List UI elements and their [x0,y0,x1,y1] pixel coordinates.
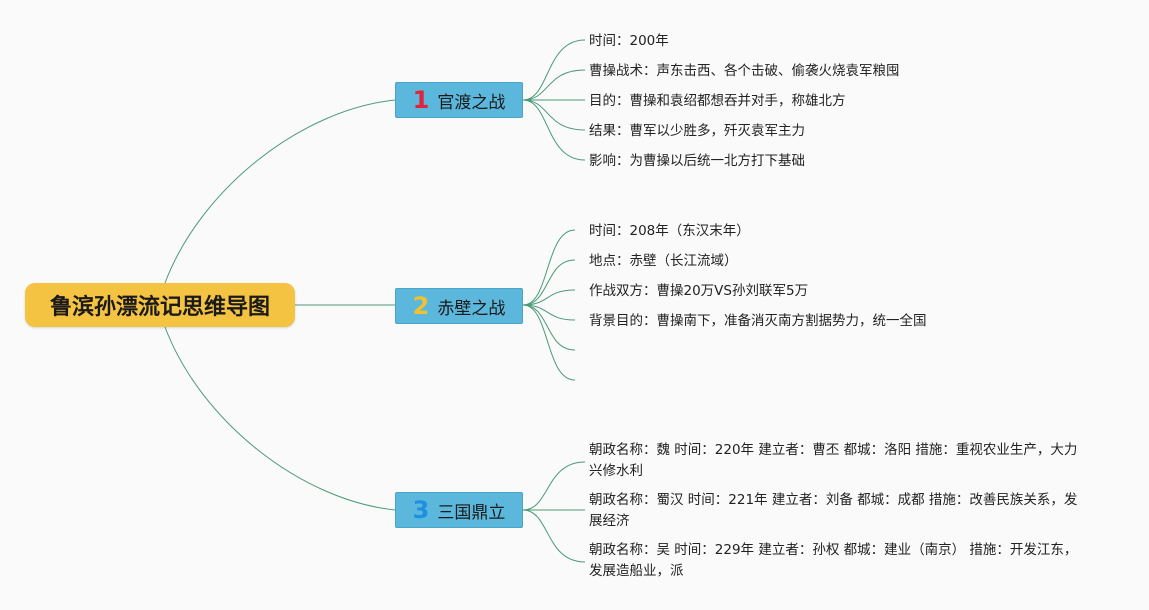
leaf-topic[interactable]: 影响：为曹操以后统一北方打下基础 [589,153,805,169]
leaf-topic[interactable]: 时间：208年（东汉末年） [589,223,750,239]
branch-1-leaf-line [522,69,586,101]
leaf-topic[interactable]: 背景目的：曹操南下，准备消灭南方割据势力，统一全国 [589,313,927,329]
branch-2-leaf-line [522,289,576,306]
branch-2-leaf-line [522,304,576,381]
branch-topic-guandu[interactable]: 1 官渡之战 [395,82,523,118]
number-three-icon: 3 [412,496,430,524]
branch-topic-sanguo[interactable]: 3 三国鼎立 [395,492,523,528]
branch-3-leaf-line [522,461,586,511]
branch-2-leaf-line [522,259,576,306]
branch-3-leaf-line [522,509,586,563]
branch-1-leaf-line [522,39,586,101]
branch-1-leaf-line [522,99,586,131]
branch-2-leaf-line [522,304,576,351]
branch-1-leaf-line [522,99,586,161]
root-topic[interactable]: 鲁滨孙漂流记思维导图 [25,283,295,327]
leaf-topic[interactable]: 目的：曹操和袁绍都想吞并对手，称雄北方 [589,93,846,109]
number-one-icon: 1 [412,86,430,114]
leaf-topic[interactable]: 朝政名称：魏 时间：220年 建立者：曹丕 都城：洛阳 措施：重视农业生产，大力… [589,442,1078,479]
root-to-branch-1-line [164,99,396,284]
leaf-topic[interactable]: 地点：赤壁（长江流域） [589,253,738,269]
leaf-topic[interactable]: 时间：200年 [589,33,669,49]
branch-topic-label: 三国鼎立 [437,502,506,523]
branch-2-leaf-line [522,229,576,306]
leaf-topic[interactable]: 结果：曹军以少胜多，歼灭袁军主力 [589,123,805,139]
branch-2-leaf-line [522,304,576,321]
leaf-topic[interactable]: 朝政名称：吴 时间：229年 建立者：孙权 都城：建业（南京） 措施：开发江东，… [589,542,1078,579]
leaf-topic[interactable]: 作战双方：曹操20万VS孙刘联军5万 [589,283,809,299]
root-topic-label: 鲁滨孙漂流记思维导图 [49,295,270,320]
leaf-topic[interactable]: 曹操战术：声东击西、各个击破、偷袭火烧袁军粮囤 [589,63,900,79]
root-to-branch-3-line [164,326,396,511]
branch-topic-label: 赤壁之战 [437,298,506,319]
branch-topic-label: 官渡之战 [437,92,506,113]
leaf-topic[interactable]: 朝政名称：蜀汉 时间：221年 建立者：刘备 都城：成都 措施：改善民族关系，发… [589,492,1078,529]
branch-topic-chibi[interactable]: 2 赤壁之战 [395,288,523,324]
number-two-icon: 2 [412,292,430,320]
